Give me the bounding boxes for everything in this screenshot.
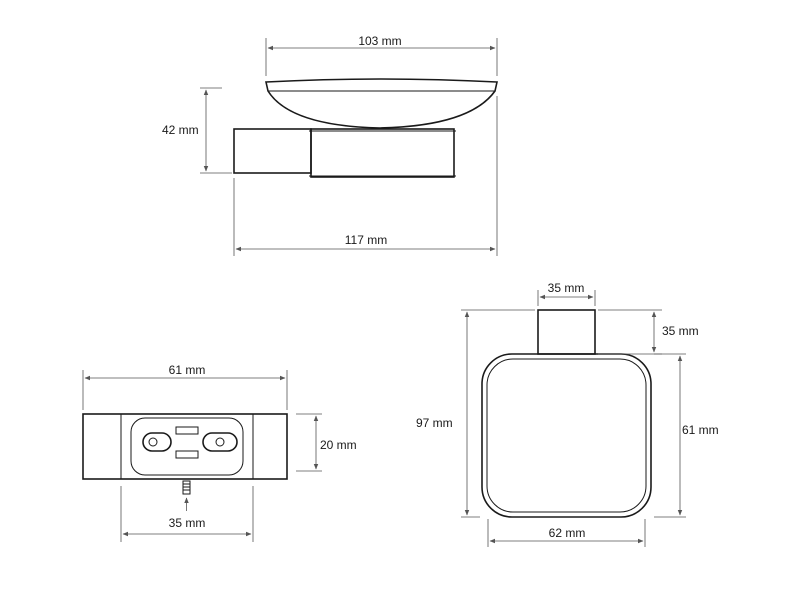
label-front-arm-width: 35 mm bbox=[548, 281, 585, 295]
label-side-total-width: 117 mm bbox=[345, 233, 387, 247]
soap-dish-side bbox=[265, 78, 498, 129]
screw-icon bbox=[182, 480, 191, 511]
label-front-dish-height: 61 mm bbox=[682, 423, 719, 437]
label-side-height: 42 mm bbox=[162, 123, 199, 137]
label-front-arm-height: 35 mm bbox=[662, 324, 699, 338]
label-bottom-width: 61 mm bbox=[169, 363, 206, 377]
wall-arm-side bbox=[233, 128, 312, 174]
label-bottom-mount-spacing: 35 mm bbox=[169, 516, 206, 530]
label-side-top-width: 103 mm bbox=[358, 34, 401, 48]
wall-arm-front bbox=[537, 309, 596, 355]
side-view: 103 mm 42 mm 117 mm bbox=[162, 34, 498, 256]
mount-slot-left bbox=[142, 432, 172, 452]
label-front-total-height: 97 mm bbox=[416, 416, 453, 430]
base-plate-bottom bbox=[82, 413, 288, 480]
holder-ring-side bbox=[310, 128, 455, 178]
label-front-dish-width: 62 mm bbox=[549, 526, 586, 540]
soap-dish-front-inner bbox=[486, 358, 647, 513]
label-bottom-height: 20 mm bbox=[320, 438, 357, 452]
bottom-view: 61 mm 20 mm 35 mm bbox=[82, 363, 357, 542]
soap-dish-front-outer bbox=[481, 353, 652, 518]
mount-slot-right bbox=[202, 432, 238, 452]
front-view: 35 mm 35 mm 97 mm 61 mm 62 mm bbox=[416, 281, 719, 547]
